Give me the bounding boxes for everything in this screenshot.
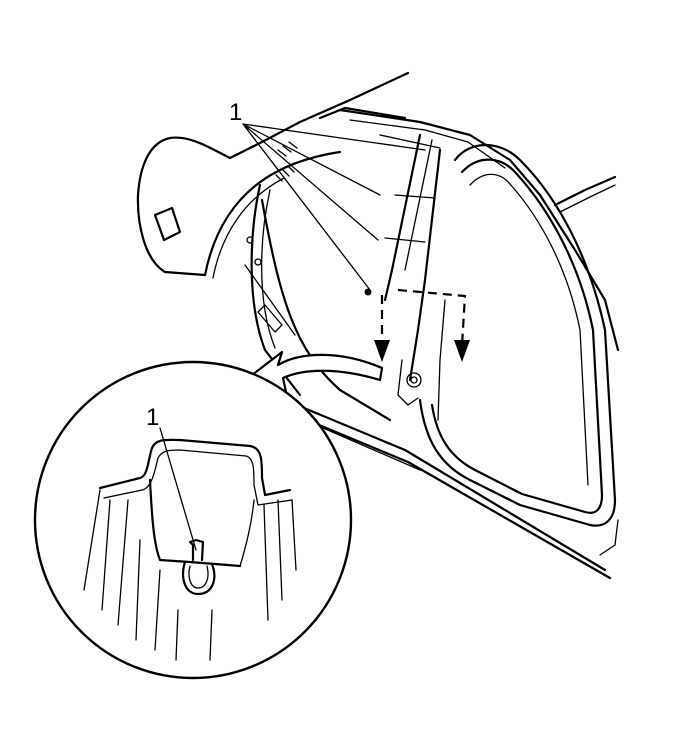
- clip-icon: [181, 538, 216, 596]
- down-arrow-icon: [374, 340, 390, 362]
- detail-view: [33, 360, 353, 680]
- callout-label-main: 1: [229, 99, 242, 126]
- vehicle-body: [136, 71, 620, 580]
- removal-arrows: [374, 288, 470, 362]
- callout-leaders: [242, 123, 426, 296]
- callout-label-detail: 1: [146, 404, 159, 431]
- down-arrow-icon: [454, 340, 470, 362]
